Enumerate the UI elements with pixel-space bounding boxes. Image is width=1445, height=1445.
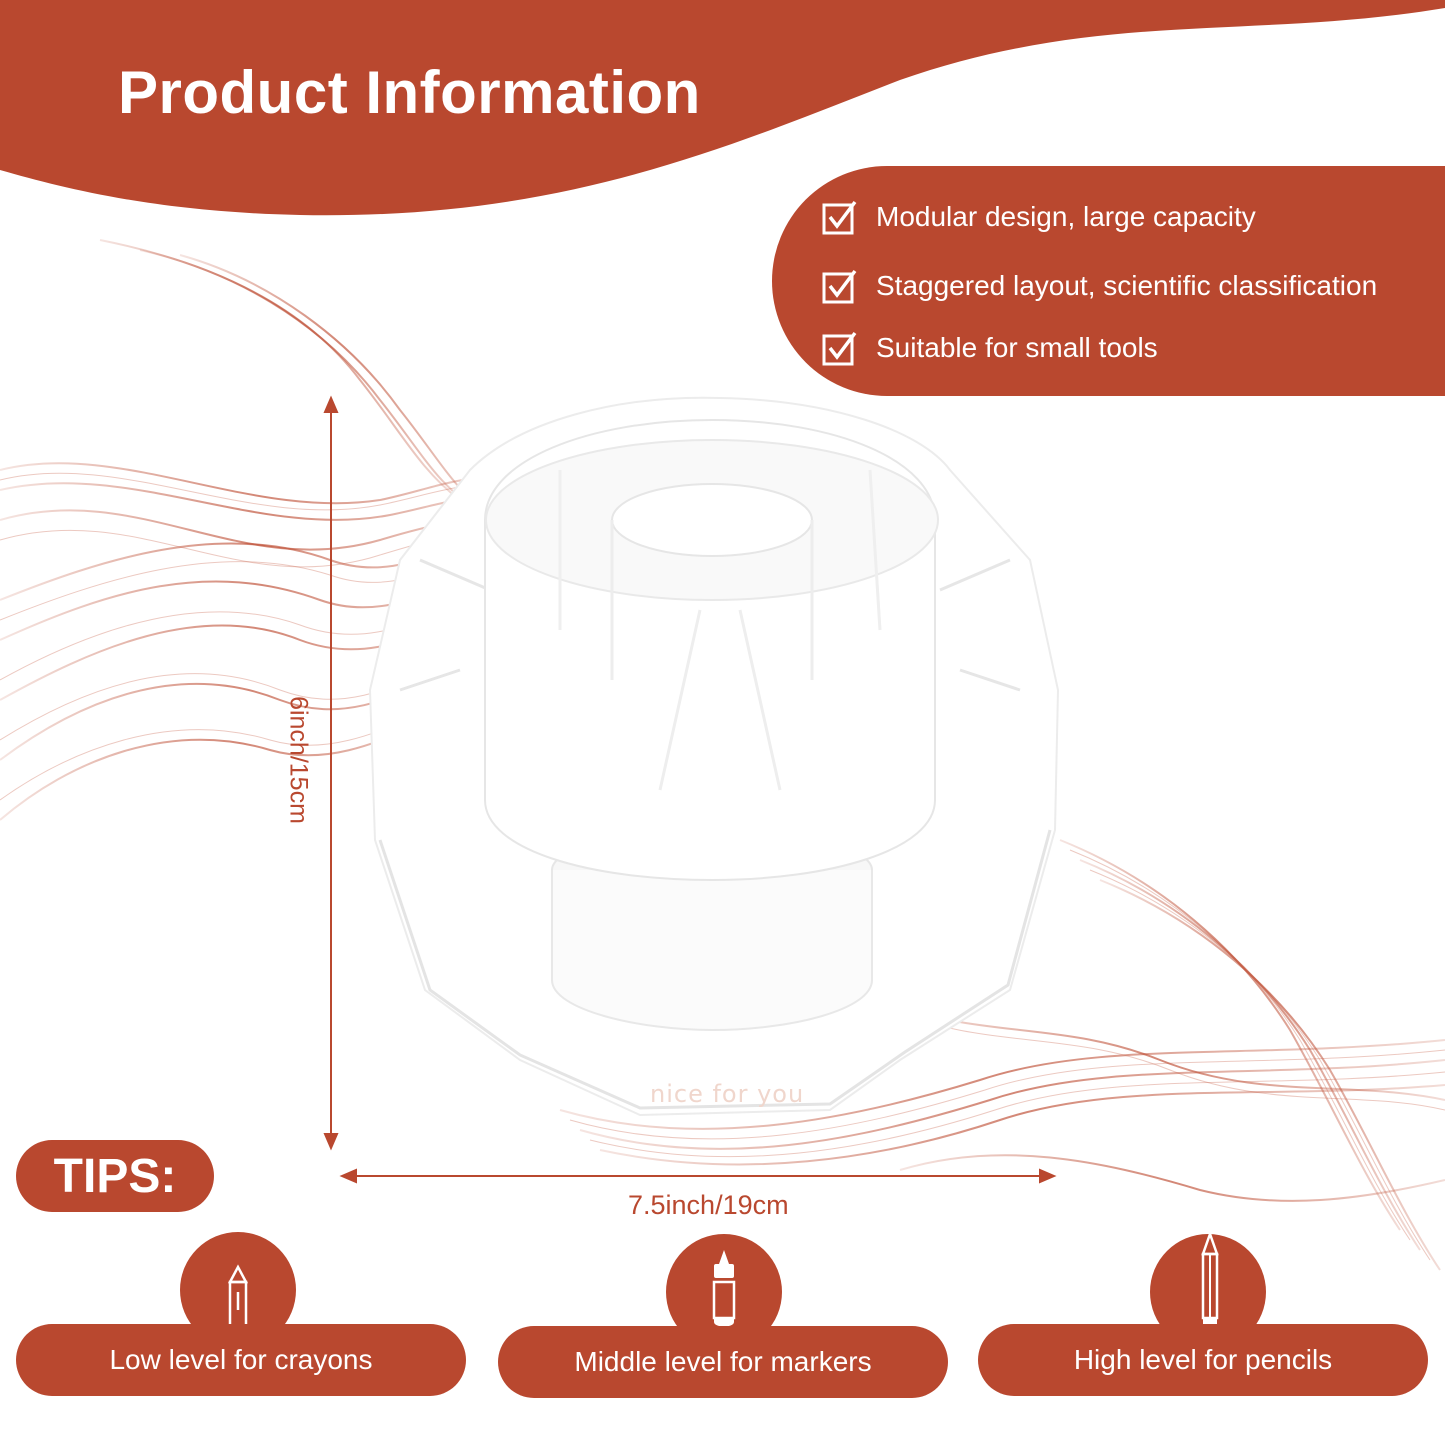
- left-smoke-ribbons: [0, 239, 521, 821]
- tip-label: High level for pencils: [1073, 1344, 1333, 1375]
- pencil-icon: [1201, 1232, 1219, 1328]
- crayon-icon: [227, 1264, 249, 1330]
- height-label: 6inch/15cm: [284, 696, 313, 824]
- right-smoke-ribbons: [559, 839, 1445, 1271]
- right-smoke-ribbons-thin: [569, 849, 1445, 1261]
- tip-pill: Middle level for markers: [498, 1326, 948, 1398]
- feature-text: Suitable for small tools: [876, 332, 1158, 363]
- tip-label: Middle level for markers: [574, 1346, 872, 1377]
- tip-pill: Low level for crayons: [16, 1324, 466, 1396]
- checkbox-checked-icon: [822, 200, 857, 235]
- tip-label: Low level for crayons: [109, 1344, 373, 1375]
- width-label: 7.5inch/19cm: [628, 1190, 789, 1220]
- tip-pill: High level for pencils: [978, 1324, 1428, 1396]
- checkbox-checked-icon: [822, 331, 857, 366]
- width-dimension-arrow: [339, 1168, 1057, 1184]
- feature-item: Modular design, large capacity: [822, 197, 1256, 237]
- feature-text: Modular design, large capacity: [876, 201, 1256, 232]
- marker-icon: [712, 1250, 736, 1327]
- page-title: Product Information: [118, 59, 701, 126]
- height-dimension-arrow: [323, 395, 339, 1151]
- feature-panel: [772, 166, 1445, 396]
- feature-text: Staggered layout, scientific classificat…: [876, 270, 1378, 301]
- feature-item: Staggered layout, scientific classificat…: [822, 266, 1377, 306]
- checkbox-checked-icon: [822, 269, 857, 304]
- header-wave: [0, 0, 1445, 216]
- brand-text: nice for you: [650, 1080, 805, 1108]
- desk-organizer-illustration: [368, 396, 1060, 1117]
- feature-item: Suitable for small tools: [822, 328, 1158, 368]
- tips-heading: TIPS:: [16, 1140, 214, 1212]
